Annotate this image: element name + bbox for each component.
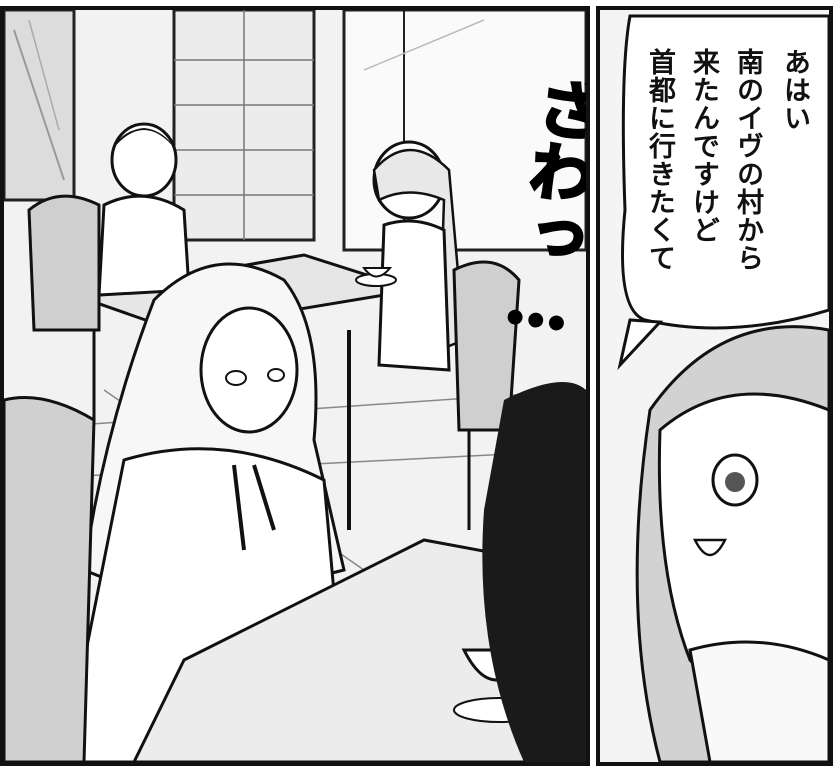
chair-right: [452, 260, 521, 432]
boy-body: [97, 194, 191, 297]
chair-back-left: [27, 194, 101, 332]
panel-speaking-girl: あはい 南のイヴの村から 来たんですけど 首都に行きたくて: [596, 6, 833, 766]
dark-hair-figure: [482, 382, 586, 762]
girl-body: [377, 219, 451, 372]
blonde-girl-face: [199, 306, 299, 434]
speech-line-1: あはい: [779, 48, 810, 132]
speech-balloon: [621, 14, 829, 330]
speech-line-4: 首都に行きたくて: [644, 48, 675, 272]
speech-line-2: 南のイヴの村から: [732, 48, 763, 272]
chair-front-left: [4, 396, 96, 762]
cafe-scene-art: [4, 10, 586, 762]
scarf: [688, 640, 829, 762]
window-right: [342, 10, 586, 252]
open-mouth: [692, 538, 728, 557]
panel-cafe-scene: ざわっ…: [0, 6, 590, 766]
speaking-girl-art: [600, 10, 829, 762]
speech-line-3: 来たんですけど: [688, 48, 719, 244]
